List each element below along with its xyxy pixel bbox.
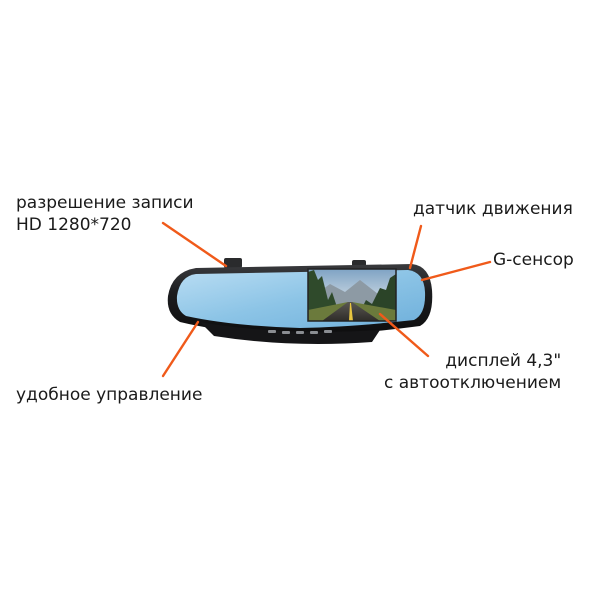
label-g-sensor: G-сенсор: [493, 250, 574, 270]
callout-g-sensor: [420, 260, 492, 282]
label-motion-sensor: датчик движения: [413, 199, 573, 219]
display-screen: [308, 269, 396, 321]
label-recording-resolution-line1: разрешение записи: [16, 193, 194, 213]
callout-control: [161, 320, 200, 378]
label-display: дисплей 4,3" с автоотключением: [384, 350, 561, 394]
label-recording-resolution: разрешение записи HD 1280*720: [16, 192, 194, 236]
control-buttons: [268, 330, 332, 334]
label-convenient-control: удобное управление: [16, 385, 203, 405]
callout-motion-sensor: [408, 224, 423, 270]
camera-module-left: [224, 258, 242, 268]
label-display-line2: с автоотключением: [384, 373, 562, 393]
label-recording-resolution-line2: HD 1280*720: [16, 215, 132, 235]
label-display-line1: дисплей 4,3": [445, 351, 562, 371]
callout-display: [378, 312, 430, 358]
callout-resolution: [161, 221, 228, 268]
display-screen-border: [307, 268, 397, 322]
callout-lines: [161, 221, 492, 378]
